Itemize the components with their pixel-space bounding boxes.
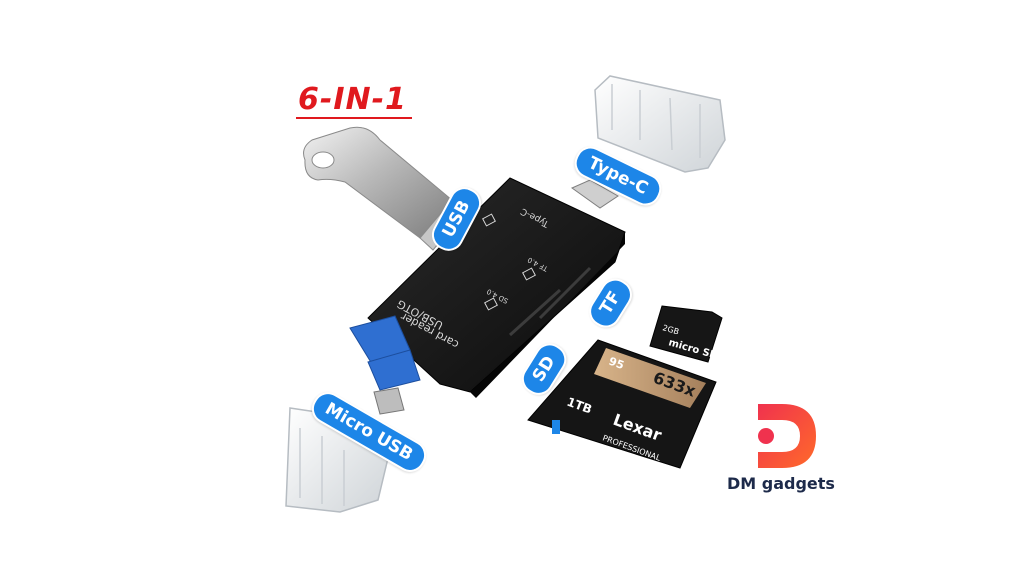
sd-read-speed: 95 xyxy=(607,355,626,372)
type-c-cap xyxy=(594,75,726,173)
headline-underline xyxy=(296,117,412,119)
microsd-capacity: 2GB xyxy=(661,323,680,336)
brand-name: DM gadgets xyxy=(727,474,835,493)
sd-card: 95 633x 1TB Lexar PROFESSIONAL xyxy=(527,339,717,469)
type-c-connector xyxy=(570,179,619,209)
headline: 6-IN-1 xyxy=(298,82,407,117)
microsd-card: 2GB micro SD xyxy=(649,305,723,363)
brand-logo-icon xyxy=(758,404,816,468)
micro-usb-connector xyxy=(349,315,421,415)
card-reader-body xyxy=(367,177,626,398)
